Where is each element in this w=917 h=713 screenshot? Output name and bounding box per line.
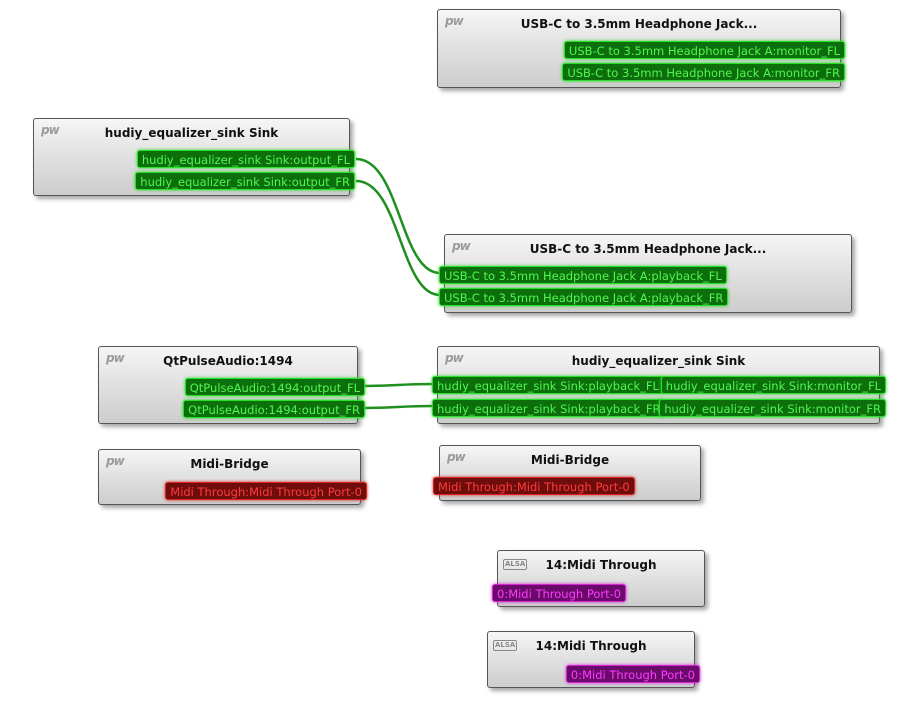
port-output-fl[interactable]: hudiy_equalizer_sink Sink:output_FL xyxy=(136,150,355,168)
node-title: QtPulseAudio:1494 xyxy=(163,354,293,368)
alsa-icon: ALSA xyxy=(493,640,518,651)
node-title: USB-C to 3.5mm Headphone Jack... xyxy=(529,242,767,256)
node-alsa-midi-through-input[interactable]: ALSA 14:Midi Through 0:Midi Through Port… xyxy=(492,550,705,607)
node-equalizer-sink-output[interactable]: pw hudiy_equalizer_sink Sink hudiy_equal… xyxy=(33,118,355,196)
pw-icon: pw xyxy=(106,454,125,468)
port-midi-through[interactable]: Midi Through:Midi Through Port-0 xyxy=(165,482,367,500)
node-midi-bridge-input[interactable]: pw Midi-Bridge Midi Through:Midi Through… xyxy=(433,445,701,501)
pw-icon: pw xyxy=(41,123,60,137)
port-output-fr[interactable]: QtPulseAudio:1494:output_FR xyxy=(183,400,365,418)
port-midi-through-0[interactable]: 0:Midi Through Port-0 xyxy=(565,665,700,683)
node-title: 14:Midi Through xyxy=(545,558,657,572)
pw-icon: pw xyxy=(447,450,466,464)
port-midi-through[interactable]: Midi Through:Midi Through Port-0 xyxy=(433,477,635,495)
node-title: hudiy_equalizer_sink Sink xyxy=(104,126,279,140)
port-midi-through-0[interactable]: 0:Midi Through Port-0 xyxy=(492,584,627,602)
port-playback-fl[interactable]: USB-C to 3.5mm Headphone Jack A:playback… xyxy=(439,266,727,284)
pw-icon: pw xyxy=(106,351,125,365)
wire-eq-fr-to-usbc-fr[interactable] xyxy=(355,179,441,297)
port-monitor-fl[interactable]: USB-C to 3.5mm Headphone Jack A:monitor_… xyxy=(563,41,845,59)
wire-eq-fl-to-usbc-fl[interactable] xyxy=(355,157,441,275)
node-qtpulseaudio[interactable]: pw QtPulseAudio:1494 QtPulseAudio:1494:o… xyxy=(98,346,365,424)
node-usbc-monitor[interactable]: pw USB-C to 3.5mm Headphone Jack... USB-… xyxy=(437,9,845,88)
port-output-fl[interactable]: QtPulseAudio:1494:output_FL xyxy=(184,378,365,396)
port-playback-fl[interactable]: hudiy_equalizer_sink Sink:playback_FL xyxy=(432,376,664,394)
pw-icon: pw xyxy=(452,239,471,253)
port-playback-fr[interactable]: USB-C to 3.5mm Headphone Jack A:playback… xyxy=(439,288,729,306)
port-monitor-fr[interactable]: USB-C to 3.5mm Headphone Jack A:monitor_… xyxy=(562,63,845,81)
node-alsa-midi-through-output[interactable]: ALSA 14:Midi Through 0:Midi Through Port… xyxy=(487,631,700,688)
node-title: 14:Midi Through xyxy=(535,639,647,653)
port-monitor-fl[interactable]: hudiy_equalizer_sink Sink:monitor_FL xyxy=(660,376,886,394)
node-title: USB-C to 3.5mm Headphone Jack... xyxy=(520,17,758,31)
node-title: hudiy_equalizer_sink Sink xyxy=(571,354,746,368)
port-output-fr[interactable]: hudiy_equalizer_sink Sink:output_FR xyxy=(135,172,355,190)
wire-qt-fl-to-eq-fl[interactable] xyxy=(361,382,434,388)
wire-qt-fr-to-eq-fr[interactable] xyxy=(361,404,434,410)
node-title: Midi-Bridge xyxy=(530,453,610,467)
pw-icon: pw xyxy=(445,14,464,28)
port-monitor-fr[interactable]: hudiy_equalizer_sink Sink:monitor_FR xyxy=(659,399,886,417)
node-equalizer-sink-input[interactable]: pw hudiy_equalizer_sink Sink hudiy_equal… xyxy=(432,346,886,424)
node-title: Midi-Bridge xyxy=(190,457,269,471)
port-playback-fr[interactable]: hudiy_equalizer_sink Sink:playback_FR xyxy=(432,399,666,417)
pw-icon: pw xyxy=(445,351,464,365)
node-midi-bridge-output[interactable]: pw Midi-Bridge Midi Through:Midi Through… xyxy=(98,449,367,505)
node-usbc-playback[interactable]: pw USB-C to 3.5mm Headphone Jack... USB-… xyxy=(439,234,852,313)
alsa-icon: ALSA xyxy=(503,559,528,570)
